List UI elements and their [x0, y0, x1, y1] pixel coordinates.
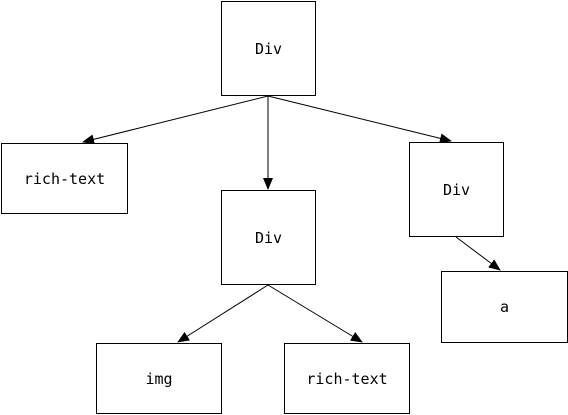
- node-rich-text-left: rich-text: [1, 143, 128, 214]
- edge-root-to-rich-text-left: [82, 95, 269, 145]
- node-rich-text-left-label: rich-text: [23, 169, 106, 188]
- edge-right-div-to-a: [455, 236, 501, 271]
- node-root-div-label: Div: [254, 39, 283, 58]
- node-anchor-label: a: [499, 298, 510, 316]
- node-anchor: a: [441, 271, 568, 343]
- edge-middle-div-to-img: [177, 284, 269, 343]
- edge-middle-div-to-rich-text-bottom: [267, 284, 363, 343]
- node-rich-text-bottom-label: rich-text: [306, 369, 388, 388]
- node-img: img: [96, 343, 222, 414]
- node-root-div: Div: [221, 1, 316, 96]
- node-middle-div-label: Div: [254, 228, 283, 247]
- node-middle-div: Div: [221, 190, 316, 285]
- edge-root-to-right-div: [267, 95, 452, 144]
- node-right-div: Div: [409, 142, 504, 237]
- node-img-label: img: [145, 369, 173, 388]
- node-right-div-label: Div: [442, 180, 471, 199]
- node-rich-text-bottom: rich-text: [284, 343, 410, 414]
